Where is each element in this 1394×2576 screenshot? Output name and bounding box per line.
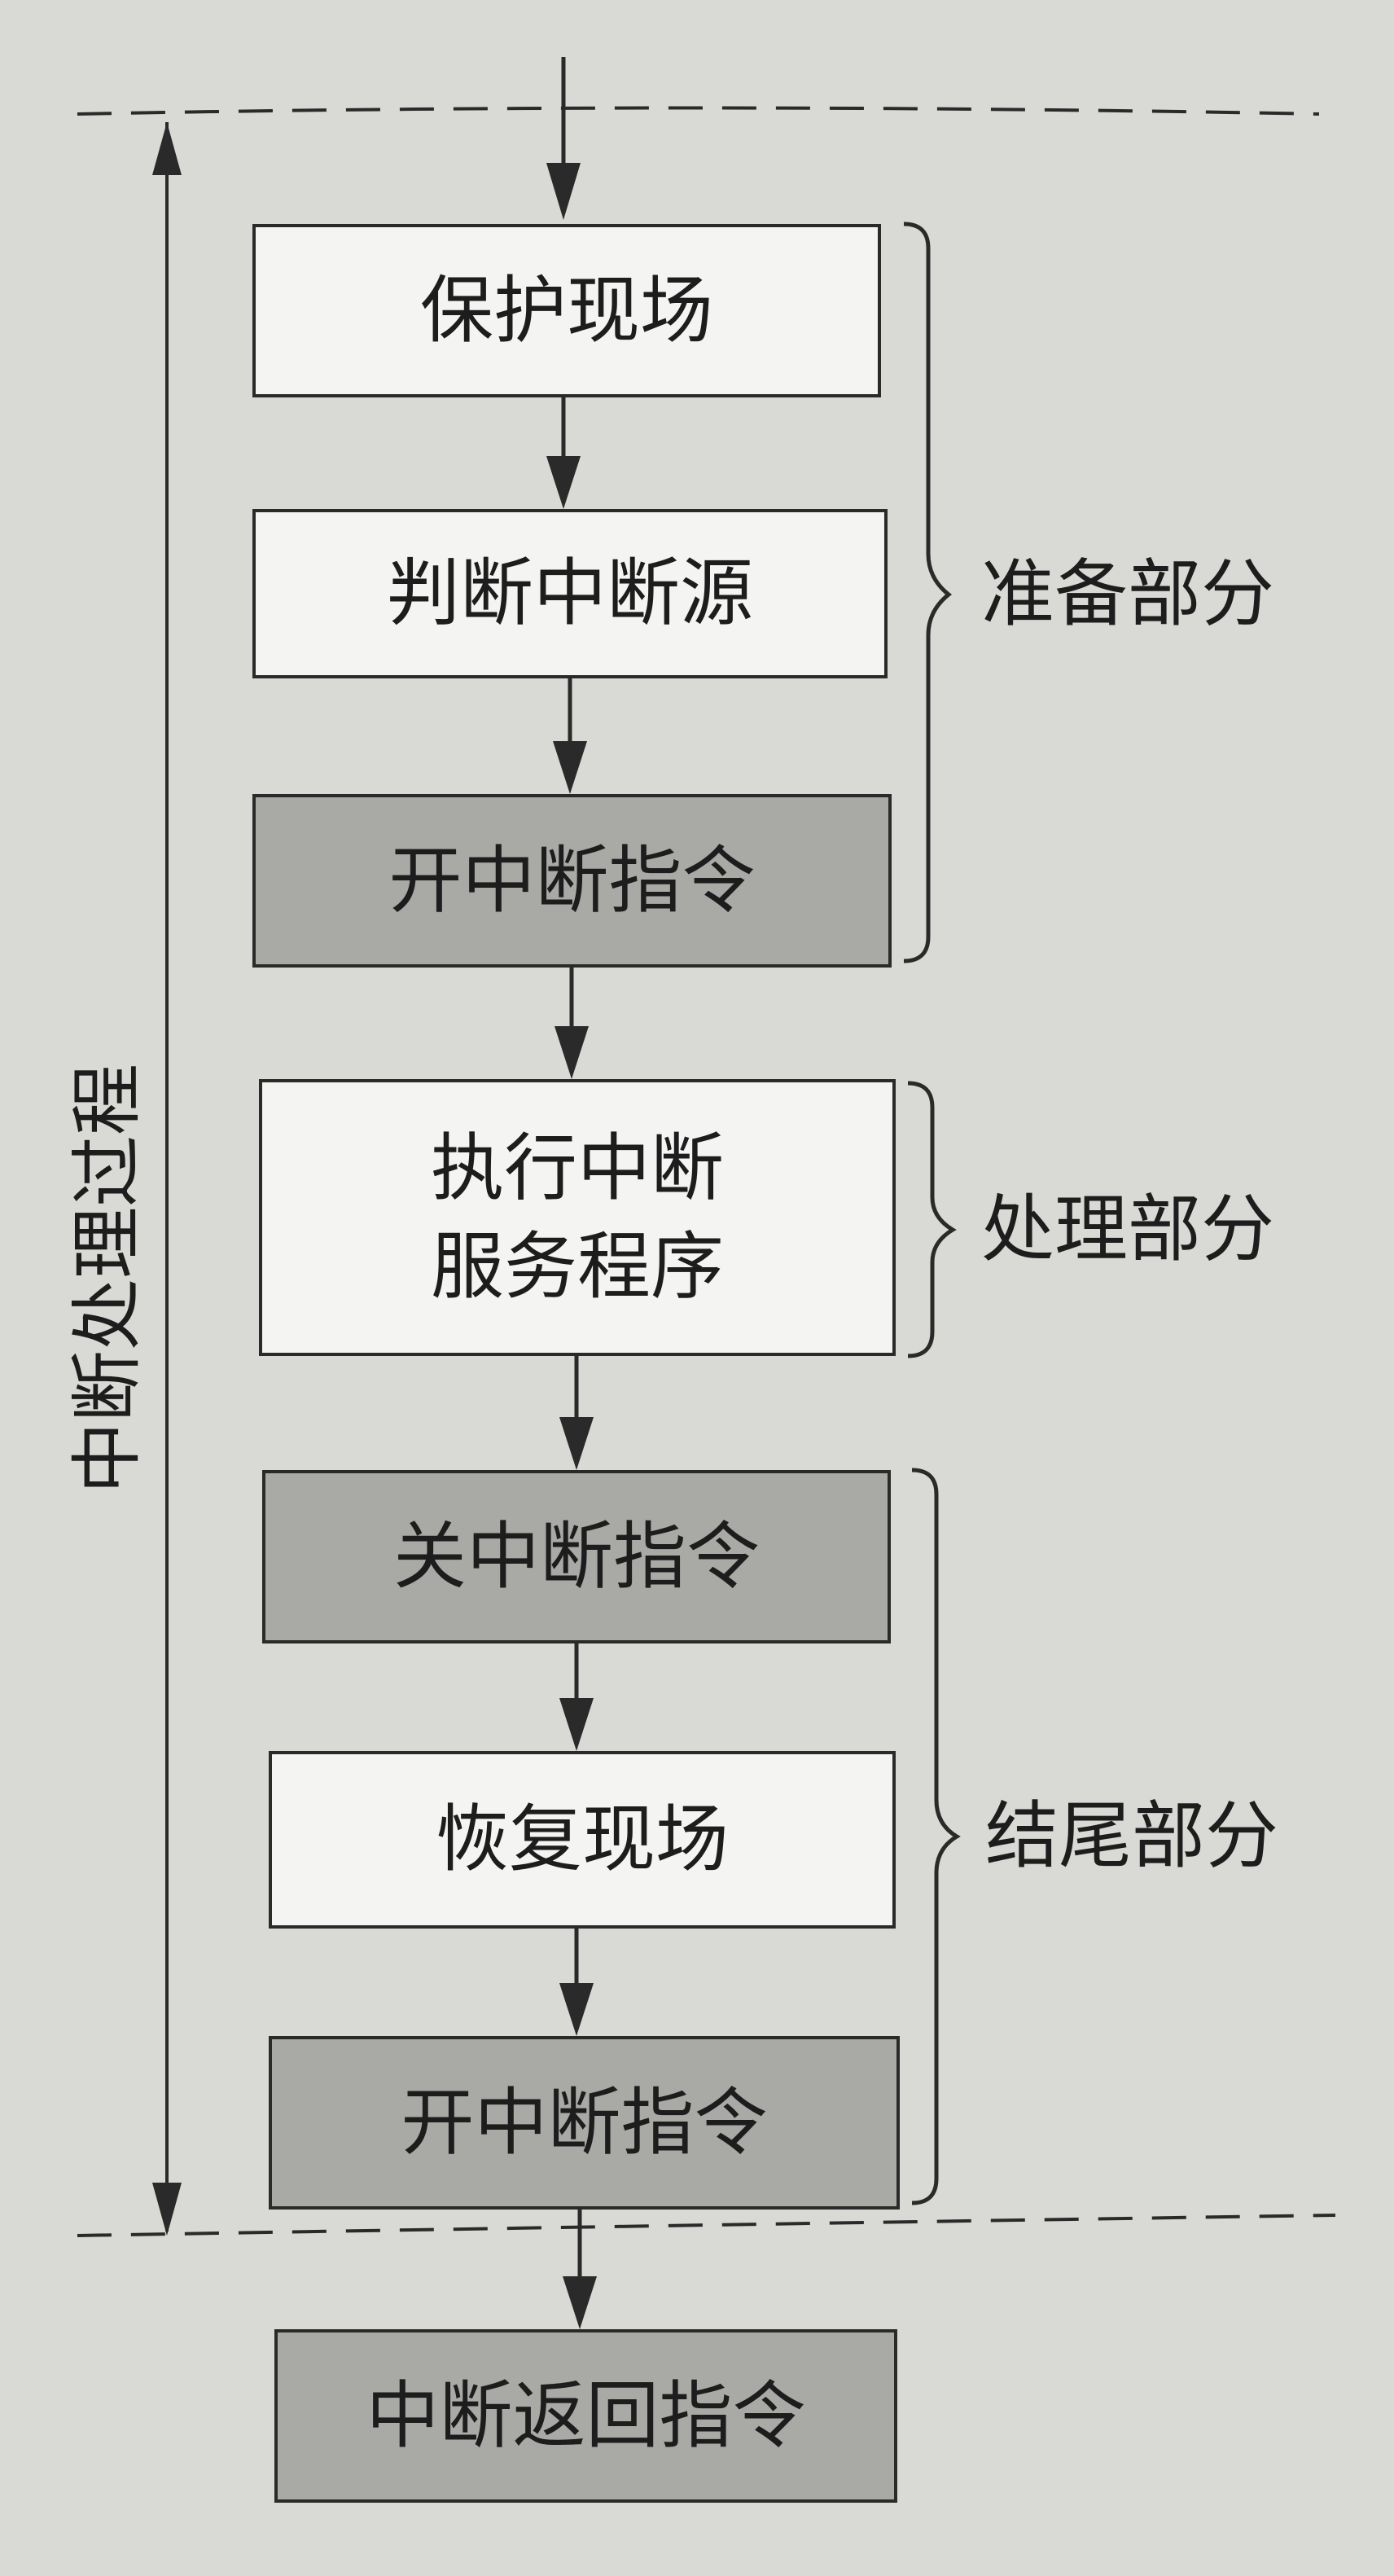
brace-process	[907, 1081, 957, 1358]
step-identify-source: 判断中断源	[252, 509, 888, 678]
step-execute-service: 执行中断 服务程序	[259, 1079, 896, 1356]
brace-ending	[911, 1468, 961, 2205]
group-label-process: 处理部分	[981, 1187, 1274, 1272]
flow-arrows	[546, 57, 597, 2329]
step-enable-interrupt-1: 开中断指令	[252, 794, 892, 968]
top-dashed-boundary	[77, 106, 1320, 116]
step-protect-context: 保护现场	[252, 224, 881, 397]
span-arrow-bottom	[152, 2183, 182, 2236]
bottom-dashed-boundary	[77, 2214, 1336, 2237]
step-disable-interrupt: 关中断指令	[262, 1470, 891, 1643]
step-restore-context: 恢复现场	[269, 1751, 896, 1929]
group-label-prepare: 准备部分	[981, 551, 1274, 637]
span-label: 中断处理过程	[65, 1063, 149, 1494]
step-interrupt-return: 中断返回指令	[274, 2329, 897, 2503]
group-label-ending: 结尾部分	[985, 1793, 1278, 1879]
brace-prepare	[903, 222, 953, 963]
step-enable-interrupt-2: 开中断指令	[269, 2036, 900, 2210]
span-arrow-top	[152, 122, 182, 175]
